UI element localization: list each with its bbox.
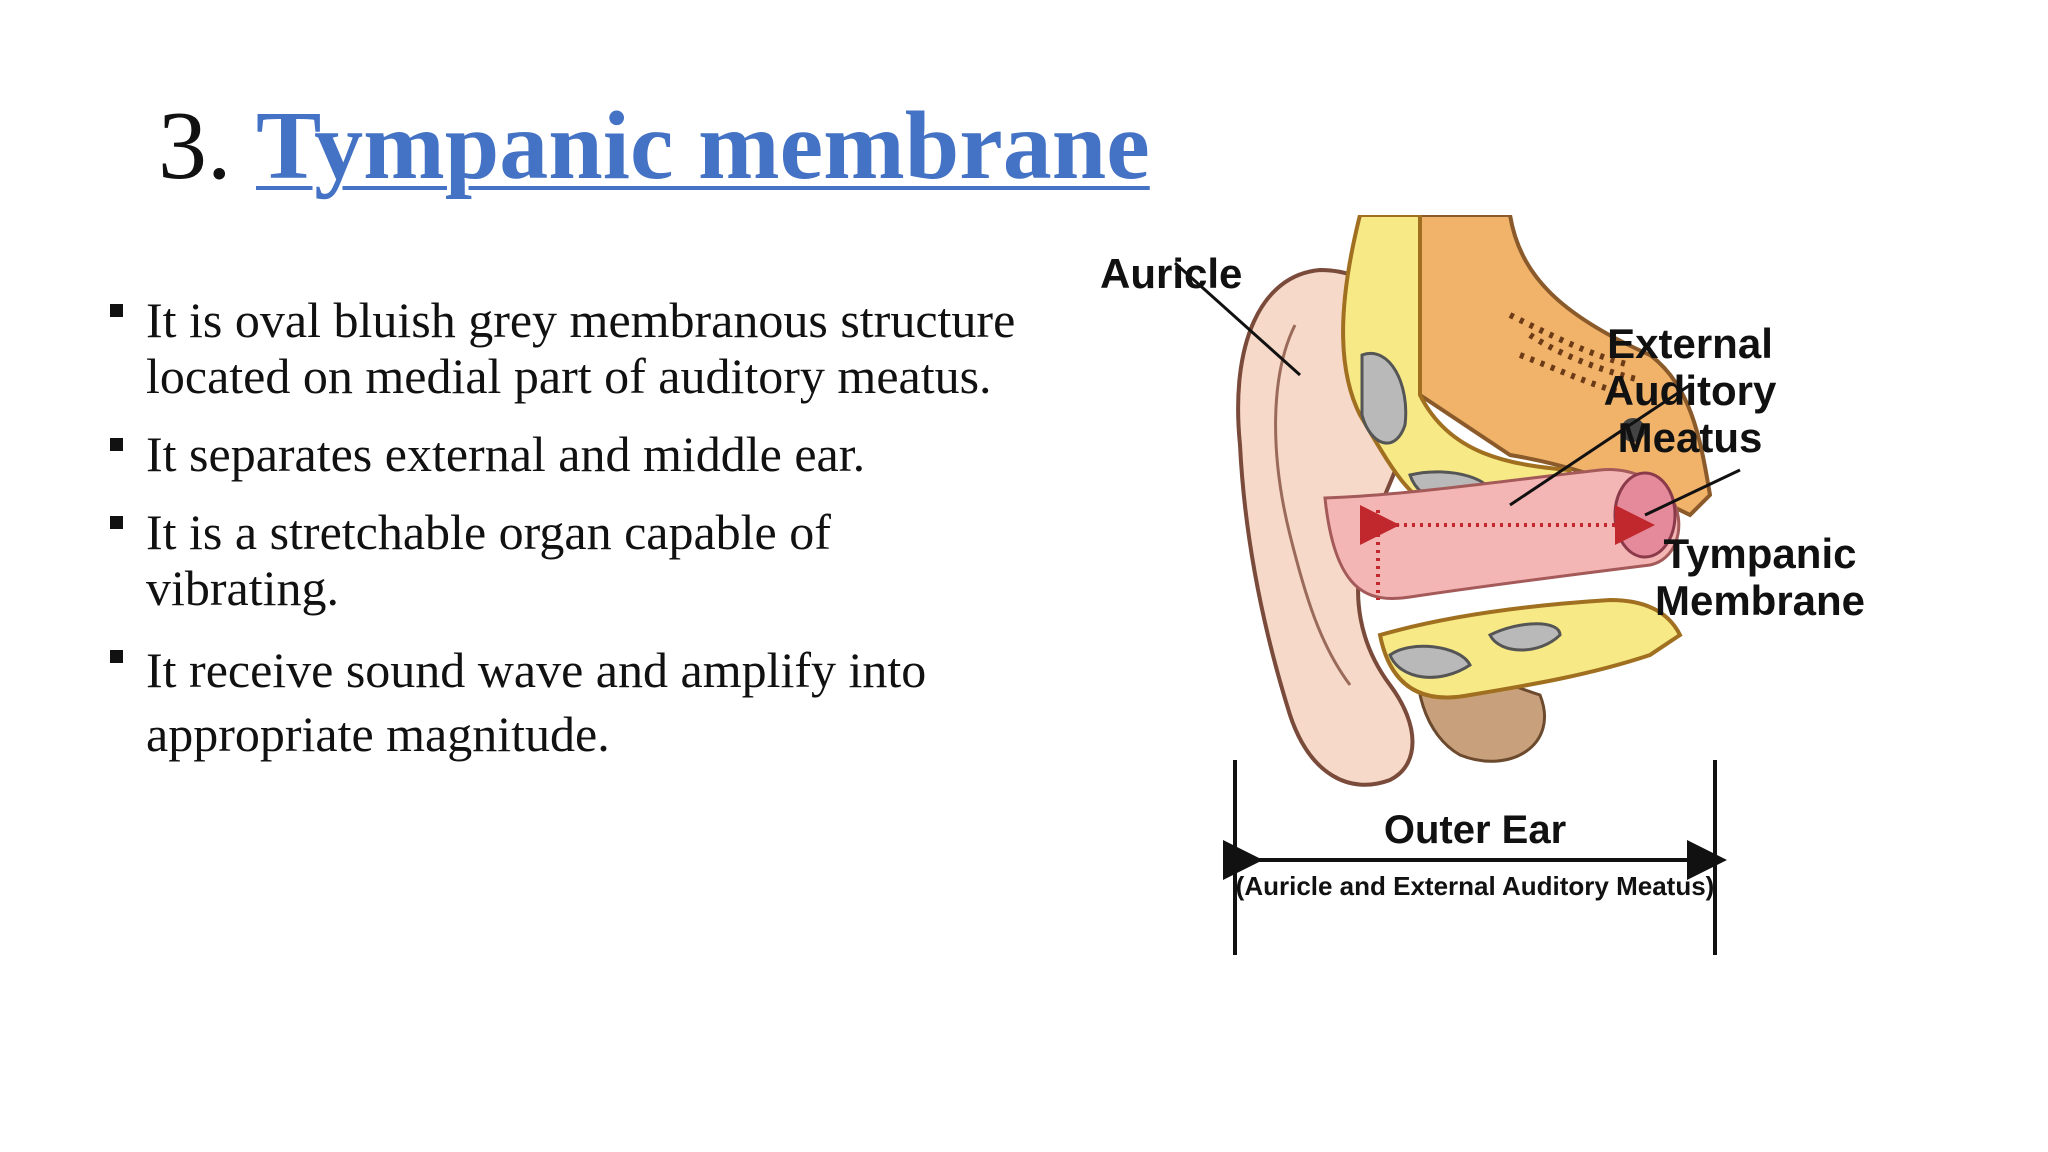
slide-title: 3. Tympanic membrane (158, 88, 1150, 206)
bullet-text-line: It separates external and middle ear. (146, 426, 866, 482)
title-number: 3. (158, 92, 232, 200)
bullet-marker (110, 516, 123, 529)
tm-leader-line (1644, 468, 1741, 517)
bullet-marker (110, 650, 123, 663)
bone-nodule (1621, 418, 1645, 442)
bullet-item: It separates external and middle ear. (110, 426, 1070, 482)
bullet-marker (110, 438, 123, 451)
bullet-item: It is a stretchable organ capable of vib… (110, 504, 1070, 616)
bullet-text-line: appropriate magnitude. (146, 706, 610, 762)
bullet-text-line: It receive sound wave and amplify into (146, 642, 927, 698)
label-outer-ear-sub: (Auricle and External Auditory Meatus) (1236, 871, 1715, 901)
label-eam-line1: External (1607, 320, 1773, 367)
outer-ear-diagram: Auricle External Auditory Meatus Tympani… (1100, 215, 1865, 955)
bullet-text-line: It is a stretchable organ capable of (146, 504, 831, 560)
label-outer-ear: Outer Ear (1384, 808, 1566, 852)
bullet-text-line: vibrating. (146, 560, 340, 616)
bullet-item: It receive sound wave and amplify into a… (110, 638, 1070, 766)
auricle-leader-line (1173, 261, 1302, 377)
label-tympanic-line2: Membrane (1655, 577, 1865, 624)
label-auricle: Auricle (1100, 250, 1242, 297)
bullet-text-line: It is oval bluish grey membranous struct… (146, 292, 1016, 348)
label-eam-line3: Meatus (1618, 414, 1763, 461)
auricle-fold (1274, 324, 1352, 686)
cavity-lower-left (1388, 644, 1472, 679)
label-eam-line2: Auditory (1604, 367, 1777, 414)
eam-leader-line (1509, 383, 1691, 507)
cavity-upper (1360, 351, 1408, 445)
bullet-item: It is oval bluish grey membranous struct… (110, 292, 1070, 404)
bullet-list: It is oval bluish grey membranous struct… (110, 292, 1070, 788)
bone-texture (1508, 312, 1641, 398)
bullet-text-line: located on medial part of auditory meatu… (146, 348, 992, 404)
cavity-lower-right (1487, 622, 1562, 652)
title-topic: Tympanic membrane (256, 92, 1150, 200)
label-tympanic-line1: Tympanic (1664, 530, 1857, 577)
bullet-marker (110, 304, 123, 317)
